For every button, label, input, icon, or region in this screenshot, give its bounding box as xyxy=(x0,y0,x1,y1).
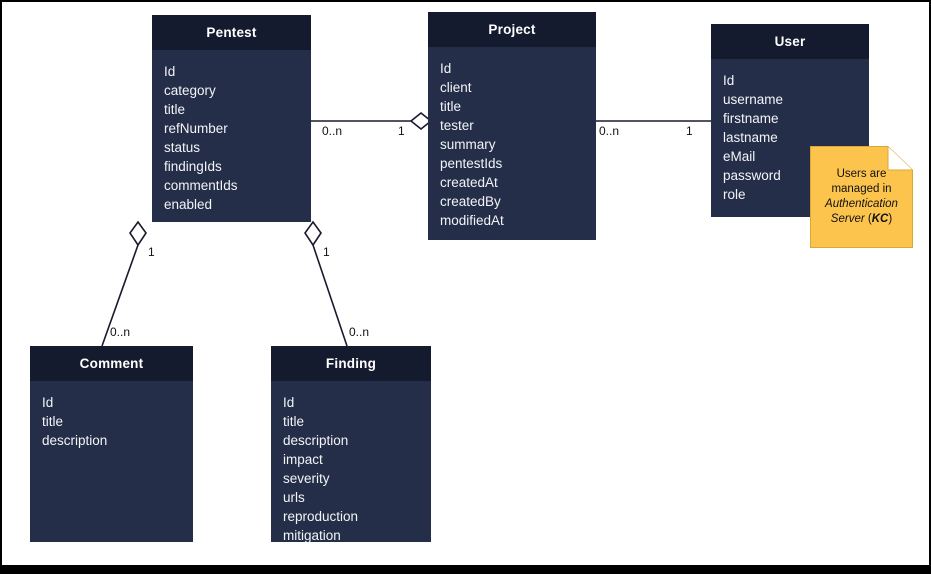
attribute-row: firstname xyxy=(723,111,779,126)
line-pentest-finding xyxy=(312,244,348,347)
class-title-project: Project xyxy=(428,12,596,47)
class-title-finding: Finding xyxy=(271,346,431,381)
multiplicity-pentest-comment-source: 0..n xyxy=(110,325,131,339)
attribute-row: commentIds xyxy=(164,178,238,193)
attribute-row: enabled xyxy=(164,197,213,212)
multiplicity-pentest-project-target: 1 xyxy=(398,124,405,138)
attribute-row: username xyxy=(723,92,784,107)
note-line-1: Users are xyxy=(836,168,887,180)
attribute-row: Id xyxy=(283,395,295,410)
attribute-row: refNumber xyxy=(164,121,228,136)
multiplicity-pentest-comment-target: 1 xyxy=(148,245,155,259)
class-title-user: User xyxy=(711,24,869,59)
class-title-pentest: Pentest xyxy=(152,15,311,50)
attribute-row: description xyxy=(42,433,108,448)
attribute-row: Id xyxy=(440,61,452,76)
attribute-row: title xyxy=(440,99,462,114)
attribute-row: urls xyxy=(283,490,305,505)
note-shape xyxy=(810,146,913,248)
attribute-row: eMail xyxy=(723,149,756,164)
class-box-pentest[interactable]: Pentest Id category title refNumber stat… xyxy=(152,15,311,222)
attribute-row: client xyxy=(440,80,472,95)
attribute-row: reproduction xyxy=(283,509,359,524)
hollow-diamond-pentest-comment xyxy=(129,220,147,247)
attribute-row: severity xyxy=(283,471,330,486)
class-box-project[interactable]: Project Id client title tester summary p… xyxy=(428,12,596,240)
multiplicity-project-user-target: 1 xyxy=(686,124,693,138)
attribute-row: impact xyxy=(283,452,323,467)
hollow-diamond-pentest-finding xyxy=(304,220,322,247)
attribute-row: category xyxy=(164,83,216,98)
attribute-row: status xyxy=(164,140,201,155)
attribute-row: title xyxy=(42,414,64,429)
multiplicity-project-user-source: 0..n xyxy=(599,124,620,138)
attribute-row: tester xyxy=(440,118,474,133)
attribute-row: description xyxy=(283,433,349,448)
class-title-comment: Comment xyxy=(30,346,193,381)
note-abbreviation: KC xyxy=(871,213,889,225)
class-attributes-comment: Id title description xyxy=(30,381,193,450)
note-line-4-service: Server xyxy=(830,213,865,225)
attribute-row: Id xyxy=(723,73,735,88)
attribute-row: createdBy xyxy=(440,194,501,209)
attribute-row: summary xyxy=(440,137,496,152)
attribute-row: createdAt xyxy=(440,175,498,190)
class-attributes-project: Id client title tester summary pentestId… xyxy=(428,47,596,230)
multiplicity-pentest-finding-target: 1 xyxy=(323,245,330,259)
note-paren-close: ) xyxy=(888,213,893,225)
note-users-managed[interactable]: Users are managed in Authentication Serv… xyxy=(810,146,913,248)
note-line-3: Authentication xyxy=(825,198,898,210)
attribute-row: password xyxy=(723,168,781,183)
attribute-row: Id xyxy=(164,64,176,79)
class-attributes-pentest: Id category title refNumber status findi… xyxy=(152,50,311,214)
multiplicity-pentest-project-source: 0..n xyxy=(322,124,343,138)
note-paren-open: ( xyxy=(864,213,872,225)
attribute-row: title xyxy=(283,414,305,429)
attribute-row: title xyxy=(164,102,186,117)
attribute-row: Id xyxy=(42,395,54,410)
class-attributes-finding: Id title description impact severity url… xyxy=(271,381,431,545)
attribute-row: role xyxy=(723,187,746,202)
class-box-comment[interactable]: Comment Id title description xyxy=(30,346,193,542)
class-box-finding[interactable]: Finding Id title description impact seve… xyxy=(271,346,431,545)
note-text: Users are managed in Authentication Serv… xyxy=(810,146,913,248)
attribute-row: findingIds xyxy=(164,159,222,174)
attribute-row: lastname xyxy=(723,130,778,145)
attribute-row: mitigation xyxy=(283,528,341,543)
class-attributes-user: Id username firstname lastname eMail pas… xyxy=(711,59,869,204)
attribute-row: modifiedAt xyxy=(440,213,504,228)
note-line-2: managed in xyxy=(831,183,892,195)
multiplicity-pentest-finding-source: 0..n xyxy=(349,325,370,339)
attribute-row: pentestIds xyxy=(440,156,503,171)
